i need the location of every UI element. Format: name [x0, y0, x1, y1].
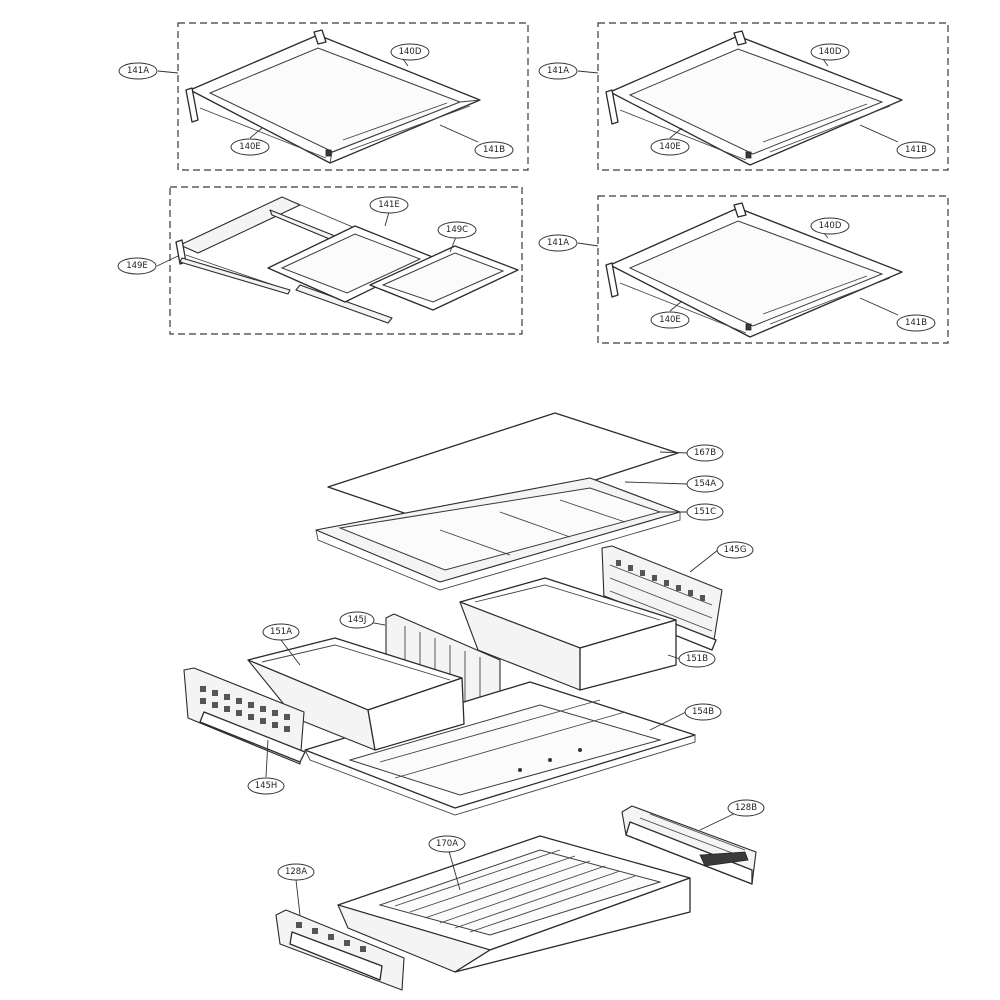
callout-128A: 128A: [277, 863, 315, 881]
callout-label: 128A: [285, 867, 307, 877]
callout-128B: 128B: [727, 799, 765, 817]
callout-label: 145G: [724, 545, 747, 555]
group-frame: [597, 22, 949, 171]
callout-label: 141A: [127, 66, 149, 76]
callout-label: 141B: [905, 145, 927, 155]
shelf-assembly-middle-right: 141A 140D 140E 141B: [538, 195, 949, 344]
shelf-141-lower-right: [605, 202, 903, 338]
callout-label: 170A: [436, 839, 458, 849]
callout-145H: 145H: [247, 777, 285, 795]
callout-label: 140E: [659, 315, 681, 325]
callout-140D: 140D: [390, 43, 430, 61]
group-frame: [597, 195, 949, 344]
callout-141B: 141B: [896, 141, 936, 159]
shelf-assembly-top-right: 141A 140D 140E 141B: [538, 22, 949, 171]
crisper-drawer-151B: [459, 577, 677, 691]
callout-label: 141B: [905, 318, 927, 328]
callout-141B: 141B: [474, 141, 514, 159]
callout-label: 145J: [348, 615, 367, 625]
callout-151B: 151B: [678, 650, 716, 668]
callout-label: 151A: [270, 627, 292, 637]
crisper-drawer-151A: [247, 637, 465, 751]
callout-label: 140D: [819, 221, 842, 231]
drawer-rail-128A: [275, 909, 405, 991]
callout-167B: 167B: [686, 444, 724, 462]
callout-label: 154A: [694, 479, 716, 489]
group-frame: [177, 22, 529, 171]
callout-140D: 140D: [810, 217, 850, 235]
shelf-149C: [369, 245, 519, 311]
drawer-rail-128B: [621, 805, 757, 885]
shelf-assembly-top-left: 141A 140D 140E 141B: [118, 22, 529, 171]
split-shelf-assembly: 149E 141E 149C: [117, 186, 523, 335]
callout-label: 149E: [126, 261, 148, 271]
callout-label: 149C: [446, 225, 468, 235]
callout-154A: 154A: [686, 475, 724, 493]
callout-label: 140D: [399, 47, 422, 57]
callout-145J: 145J: [339, 611, 375, 629]
callout-label: 154B: [692, 707, 714, 717]
freezer-drawer-170A: [337, 835, 691, 973]
callout-151A: 151A: [262, 623, 300, 641]
callout-149E: 149E: [117, 257, 157, 275]
callout-label: 140D: [819, 47, 842, 57]
shelf-141E: [267, 225, 436, 303]
callout-141B: 141B: [896, 314, 936, 332]
callout-label: 151B: [686, 654, 708, 664]
shelf-141-left: [185, 29, 481, 164]
callout-151C: 151C: [686, 503, 724, 521]
callout-label: 141B: [483, 145, 505, 155]
callout-label: 167B: [694, 448, 716, 458]
callout-170A: 170A: [428, 835, 466, 853]
callout-140E: 140E: [650, 311, 690, 329]
callout-label: 151C: [694, 507, 716, 517]
shelf-141-right: [605, 30, 903, 166]
crisper-assembly: 167B 154A 151C 145G 145J 151A 151B 154B …: [183, 412, 754, 816]
callout-154B: 154B: [684, 703, 722, 721]
callout-label: 140E: [659, 142, 681, 152]
callout-141A: 141A: [118, 62, 158, 80]
callout-label: 145H: [255, 781, 278, 791]
callout-149C: 149C: [437, 221, 477, 239]
drawer-frame-145H: [183, 667, 306, 765]
group-frame: [169, 186, 523, 335]
crisper-base-154B: [304, 681, 696, 816]
callout-label: 140E: [239, 142, 261, 152]
callout-140D: 140D: [810, 43, 850, 61]
bottom-drawer-assembly: 128B 170A 128A: [275, 799, 765, 991]
callout-140E: 140E: [230, 138, 270, 156]
callout-141E: 141E: [369, 196, 409, 214]
callout-label: 141A: [547, 238, 569, 248]
callout-label: 141E: [378, 200, 400, 210]
callout-label: 128B: [735, 803, 757, 813]
callout-label: 141A: [547, 66, 569, 76]
callout-141A: 141A: [538, 62, 578, 80]
callout-145G: 145G: [716, 541, 754, 559]
callout-140E: 140E: [650, 138, 690, 156]
callout-141A: 141A: [538, 234, 578, 252]
